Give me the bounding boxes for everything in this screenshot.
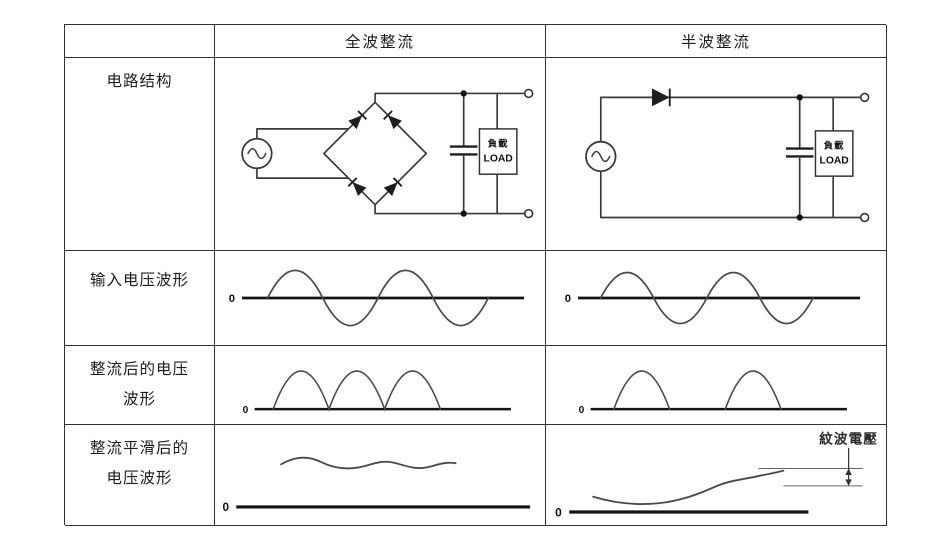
output-terminal-icon <box>523 208 534 219</box>
wire <box>599 96 861 142</box>
half-wave-rectified-waveform: 0 <box>579 370 847 416</box>
load-box <box>814 130 854 177</box>
full-wave-rectified-cell: 0 <box>215 346 546 425</box>
bridge-rectifier <box>323 101 428 206</box>
half-wave-circuit-cell: 負載 LOAD <box>546 58 887 251</box>
row-label-smoothed-line1: 整流平滑后的 <box>89 440 189 457</box>
load-label-en: LOAD <box>820 155 850 166</box>
rectification-comparison-table: 全波整流 半波整流 电路结构 <box>64 24 887 526</box>
full-wave-rectified-waveform: 0 <box>243 370 511 416</box>
ac-sine-symbol-icon <box>591 150 611 163</box>
row-label-smoothed: 整流平滑后的 电压波形 <box>65 425 215 526</box>
ripple-waveform <box>592 469 785 505</box>
arrow-down-icon <box>845 479 852 486</box>
full-wave-circuit-diagram: 負載 LOAD <box>241 88 534 219</box>
header-half-wave: 半波整流 <box>546 25 887 58</box>
load-box <box>478 128 518 175</box>
full-wave-circuit-cell: 負載 LOAD <box>215 58 546 251</box>
load-label-cn: 負載 <box>824 140 845 151</box>
row-label-input: 输入电压波形 <box>65 251 215 346</box>
full-wave-input-waveform: 0 <box>229 269 525 327</box>
output-terminal-icon <box>859 92 870 103</box>
full-wave-input-cell: 0 <box>215 251 546 346</box>
junction-dot <box>796 94 803 101</box>
ripple-voltage-label: 紋波電壓 <box>819 430 878 446</box>
row-label-circuit-text: 电路结构 <box>106 73 173 90</box>
wire <box>256 128 349 139</box>
wire <box>599 171 861 219</box>
row-label-rectified: 整流后的电压 波形 <box>65 346 215 425</box>
diode-icon <box>347 177 367 197</box>
load-label-en: LOAD <box>484 153 514 164</box>
header-full-wave: 全波整流 <box>215 25 546 58</box>
junction-dot <box>460 210 467 217</box>
zero-label: 0 <box>229 293 235 305</box>
junction-dot <box>796 214 803 221</box>
full-wave-smoothed-cell: 0 <box>215 425 546 526</box>
output-terminal-icon <box>859 212 870 223</box>
diode-icon <box>652 88 671 107</box>
zero-label: 0 <box>579 405 585 416</box>
row-label-rectified-line1: 整流后的电压 <box>89 361 189 378</box>
diode-icon <box>383 110 402 130</box>
row-label-circuit: 电路结构 <box>65 58 215 251</box>
half-wave-input-cell: 0 <box>546 251 887 346</box>
diode-icon <box>383 177 403 197</box>
half-wave-rectified-cell: 0 <box>546 346 887 425</box>
rectified-humps <box>613 370 782 410</box>
diode-icon <box>348 110 368 130</box>
row-label-input-text: 输入电压波形 <box>89 272 189 289</box>
corner-cell <box>65 25 215 58</box>
wire <box>256 168 349 179</box>
zero-label: 0 <box>222 501 229 514</box>
zero-label: 0 <box>243 405 249 416</box>
half-wave-smoothed-waveform: 0 紋波電壓 <box>555 430 878 519</box>
zero-label: 0 <box>555 505 562 519</box>
output-terminal-icon <box>523 88 534 99</box>
load-label-cn: 負載 <box>488 138 509 149</box>
row-label-rectified-line2: 波形 <box>122 391 156 408</box>
junction-dot <box>460 90 467 97</box>
full-wave-smoothed-waveform: 0 <box>222 456 531 514</box>
half-wave-input-waveform: 0 <box>565 271 861 325</box>
row-label-smoothed-line2: 电压波形 <box>106 470 173 487</box>
arrow-up-icon <box>845 468 852 475</box>
half-wave-circuit-diagram: 負載 LOAD <box>585 88 870 223</box>
ac-sine-symbol-icon <box>247 147 267 160</box>
sine-waveform <box>599 271 814 325</box>
wire <box>374 204 525 215</box>
ripple-waveform <box>280 456 457 470</box>
wire <box>374 92 525 103</box>
half-wave-smoothed-cell: 0 紋波電壓 <box>546 425 887 526</box>
rectified-humps <box>272 370 442 412</box>
zero-label: 0 <box>565 293 571 305</box>
sine-waveform <box>266 269 490 327</box>
